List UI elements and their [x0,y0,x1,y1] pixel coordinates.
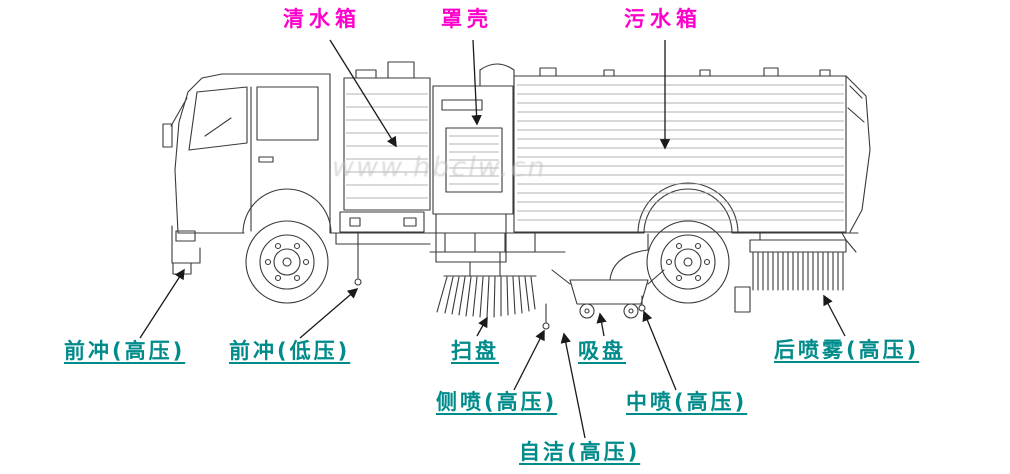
front-wheel [242,188,332,304]
label-side-spray-high: 侧喷(高压) [436,390,558,414]
rear-spray-assembly [749,232,857,291]
truck-cab [162,73,331,275]
leader-front-flush-high [139,268,185,339]
suction-nozzle [551,233,665,319]
label-mid-spray-high: 中喷(高压) [626,390,748,414]
clean-water-tank-body [343,61,431,211]
leader-clean-water-tank [329,39,397,148]
chassis-frame [330,211,859,245]
label-sweep-disc: 扫盘 [451,339,499,363]
label-clean-water-tank: 清水箱 [283,7,361,31]
watermark: www.hbclw.cn [332,152,547,183]
label-cover-shell: 罩壳 [441,7,493,31]
leader-cover-shell [471,39,482,126]
leader-suction-disc [596,312,607,337]
leader-rear-spray-high [823,294,846,337]
leader-front-flush-low [299,287,359,339]
leader-self-clean-high [560,332,586,439]
sweep-disc-brush [436,251,537,318]
side-spray-nozzle [542,322,550,330]
leader-side-spray-high [513,329,545,391]
truck-drawing [162,61,871,330]
leader-sweep-disc [476,316,488,337]
label-front-flush-low: 前冲(低压) [229,339,351,363]
label-self-clean-high: 自洁(高压) [519,440,641,464]
leader-mid-spray-high [642,310,677,391]
leader-lines [139,39,846,439]
label-suction-disc: 吸盘 [578,339,626,363]
label-front-flush-high: 前冲(高压) [64,339,186,363]
sewage-tank-body [513,67,871,233]
underbody-piping [354,213,646,330]
label-sewage-tank: 污水箱 [624,7,702,31]
front-flush-low-nozzle [354,278,362,286]
panel-seam-lines [346,84,844,221]
rear-wheel [637,182,751,313]
mid-spray-nozzle [638,304,646,312]
cover-shell-body [432,63,515,215]
label-rear-spray-high: 后喷雾(高压) [774,338,920,362]
